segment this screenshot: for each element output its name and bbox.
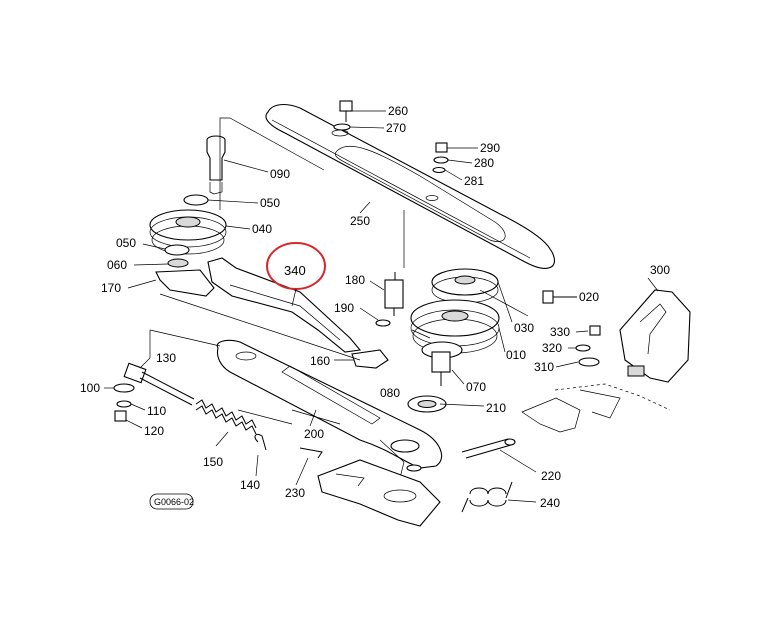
callout-010: 010 (506, 348, 526, 362)
callout-250: 250 (350, 214, 370, 228)
nut-330 (589, 325, 601, 336)
nut-290 (432, 142, 449, 174)
leader-lines (104, 110, 659, 503)
bushing-060 (167, 258, 189, 268)
callout-050-lower: 050 (116, 236, 136, 250)
spring-150 (195, 399, 257, 435)
base-plate (317, 459, 441, 527)
bracket-160 (351, 349, 389, 369)
callout-230: 230 (285, 486, 305, 500)
rod-130 (123, 362, 195, 406)
pin-220 (461, 438, 516, 459)
washer-320 (575, 344, 591, 352)
drawing-code-box: G0066-02 (149, 493, 194, 510)
callout-170: 170 (101, 281, 121, 295)
callout-140: 140 (240, 478, 260, 492)
washer-050-lower (164, 244, 190, 256)
idler-arm-200 (216, 339, 443, 479)
callout-labels: 260 270 290 280 281 090 050 040 050 060 … (80, 104, 670, 510)
callout-030: 030 (514, 321, 534, 335)
washer-100 (113, 383, 135, 393)
washer-110 (116, 400, 132, 408)
callout-320: 320 (542, 341, 562, 355)
stud-180 (375, 272, 404, 327)
hook-140 (254, 433, 267, 451)
bolt-020 (542, 290, 577, 304)
callout-190: 190 (334, 301, 354, 315)
callout-310: 310 (534, 360, 554, 374)
cover-300 (619, 289, 691, 383)
callout-260: 260 (388, 104, 408, 118)
tension-arm-250 (265, 103, 555, 269)
callout-130: 130 (156, 351, 176, 365)
callout-120: 120 (144, 424, 164, 438)
callout-150: 150 (203, 455, 223, 469)
callout-210: 210 (486, 401, 506, 415)
callout-200: 200 (304, 427, 324, 441)
hub-070 (421, 341, 463, 386)
callout-040: 040 (252, 222, 272, 236)
callout-340: 340 (284, 263, 306, 278)
callout-100: 100 (80, 381, 100, 395)
callout-110: 110 (147, 404, 166, 418)
callout-080: 080 (380, 386, 400, 400)
callout-270: 270 (386, 121, 406, 135)
drawing-code: G0066-02 (154, 497, 194, 507)
callout-050-upper: 050 (260, 196, 280, 210)
callout-060: 060 (107, 258, 127, 272)
callout-220: 220 (541, 469, 561, 483)
callout-070: 070 (466, 380, 486, 394)
nut-120 (114, 410, 127, 422)
callout-300: 300 (650, 263, 670, 277)
bracket-170 (155, 269, 215, 297)
callout-280: 280 (474, 156, 494, 170)
callout-160: 160 (310, 354, 330, 368)
cotter-pin-230 (299, 447, 323, 459)
callout-180: 180 (345, 273, 365, 287)
bearing-080 (407, 395, 447, 413)
pulley-040 (149, 209, 227, 255)
torsion-spring-240 (461, 481, 513, 513)
shoulder-bolt-090 (206, 135, 226, 195)
callout-330: 330 (550, 325, 570, 339)
bolt-260 (333, 100, 353, 131)
washer-310 (578, 357, 600, 367)
callout-020: 020 (579, 290, 599, 304)
pulley-030 (431, 268, 499, 304)
belt-guide-340 (207, 257, 362, 353)
callout-281: 281 (464, 174, 484, 188)
callout-090: 090 (270, 167, 290, 181)
washer-050-upper (183, 194, 209, 206)
deck-outline (521, 383, 671, 433)
callout-240: 240 (540, 496, 560, 510)
callout-290: 290 (480, 141, 500, 155)
